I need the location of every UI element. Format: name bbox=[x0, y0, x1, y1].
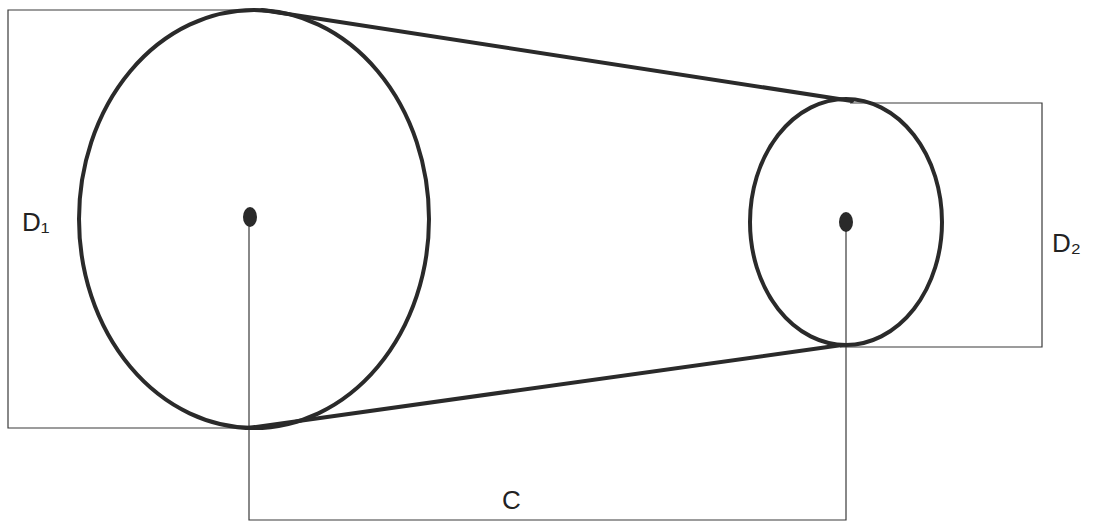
belt bbox=[248, 345, 842, 428]
dimension-line bbox=[8, 10, 258, 428]
dimension-label: D₂ bbox=[1050, 229, 1083, 257]
dimension-label: D₁ bbox=[20, 208, 52, 236]
driven-pulley bbox=[750, 99, 942, 345]
belt bbox=[262, 10, 852, 101]
driver-pulley bbox=[79, 10, 429, 428]
center-dot bbox=[243, 207, 257, 227]
dimension-label: C bbox=[500, 486, 523, 514]
center-dot bbox=[839, 212, 853, 232]
